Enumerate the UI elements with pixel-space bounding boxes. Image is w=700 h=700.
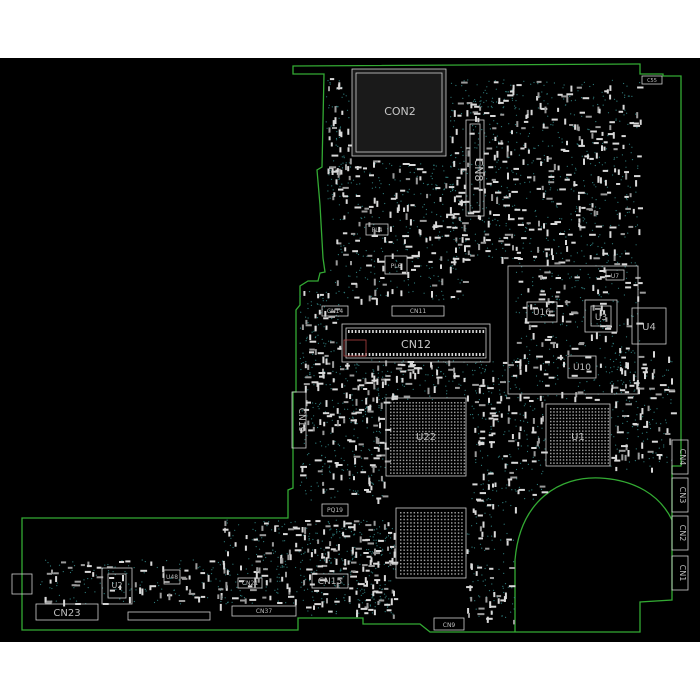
u16-chip: U16 (526, 301, 558, 323)
svg-text:CN9: CN9 (443, 622, 456, 629)
svg-text:PL6: PL6 (391, 263, 402, 270)
cn12-connector: CN12 (341, 323, 491, 363)
pcb-layout: CON2 CN8 PL4 PL6 CN14 CN11 CN12 CN19 (11, 63, 689, 633)
cn21-connector: CN21 (237, 577, 263, 589)
cn1-connector: CN1 (671, 555, 689, 591)
con2-connector: CON2 (351, 68, 447, 157)
cn15-connector: CN15 (311, 573, 349, 589)
svg-text:PQ19: PQ19 (327, 507, 343, 514)
cn8-label: CN8 (472, 159, 485, 182)
con2-label: CON2 (384, 105, 416, 118)
lower-bga (395, 507, 467, 579)
cn4-connector: CN4 (671, 439, 689, 475)
svg-text:CN15: CN15 (318, 577, 342, 587)
svg-text:PL4: PL4 (372, 227, 383, 234)
u7-chip: U7 (605, 269, 625, 281)
cn3-connector: CN3 (671, 477, 689, 513)
board-outline (21, 63, 682, 633)
board-cutout (514, 477, 673, 632)
u-region-outline (507, 265, 639, 395)
u3-chip: U3 (584, 299, 618, 333)
u2-chip: U2 (101, 567, 133, 605)
pl6-inductor: PL6 (384, 255, 408, 275)
svg-text:CN37: CN37 (256, 608, 272, 615)
left-edge-component (11, 573, 33, 595)
cn2-connector: CN2 (671, 515, 689, 551)
svg-text:CN21: CN21 (242, 580, 258, 587)
u10-chip: U10 (567, 355, 597, 379)
svg-text:CN23: CN23 (53, 608, 80, 619)
svg-text:U7: U7 (611, 273, 619, 280)
svg-text:CN3: CN3 (678, 487, 687, 504)
svg-text:CN11: CN11 (410, 308, 426, 315)
svg-text:U16: U16 (533, 308, 551, 318)
svg-text:U2: U2 (112, 581, 123, 590)
cn9-connector: CN9 (433, 617, 465, 631)
u48-chip: U48 (163, 569, 181, 585)
svg-text:U1: U1 (571, 432, 585, 443)
svg-text:U3: U3 (595, 313, 607, 323)
pcb-viewer[interactable]: CON2 CN8 PL4 PL6 CN14 CN11 CN12 CN19 (0, 58, 700, 642)
cn11-connector: CN11 (391, 305, 445, 317)
svg-text:U4: U4 (642, 322, 656, 333)
svg-text:U10: U10 (573, 363, 591, 373)
svg-text:CN1: CN1 (678, 565, 687, 582)
cn14-connector: CN14 (321, 305, 349, 317)
pq19-transistor: PQ19 (321, 503, 349, 517)
svg-text:CN19: CN19 (296, 408, 306, 433)
pl4-inductor: PL4 (365, 223, 389, 236)
svg-text:CN14: CN14 (327, 308, 343, 315)
c55-capacitor: C55 (641, 75, 663, 85)
svg-text:CN4: CN4 (678, 449, 687, 466)
u1-bga: U1 (545, 403, 611, 467)
cn8-connector: CN8 (465, 119, 485, 217)
cn12-label: CN12 (401, 338, 431, 351)
cn23-connector: CN23 (35, 603, 99, 621)
svg-text:C55: C55 (647, 78, 657, 84)
passive-components (44, 78, 677, 625)
cn19-connector: CN19 (291, 391, 307, 449)
u22-bga: U22 (385, 397, 467, 477)
svg-text:U48: U48 (166, 574, 178, 581)
svg-text:CN2: CN2 (678, 525, 687, 542)
cn37-connector: CN37 (231, 605, 297, 617)
bottom-connector-strip (127, 611, 211, 621)
u4-chip: U4 (631, 307, 667, 345)
svg-text:U22: U22 (416, 432, 436, 443)
